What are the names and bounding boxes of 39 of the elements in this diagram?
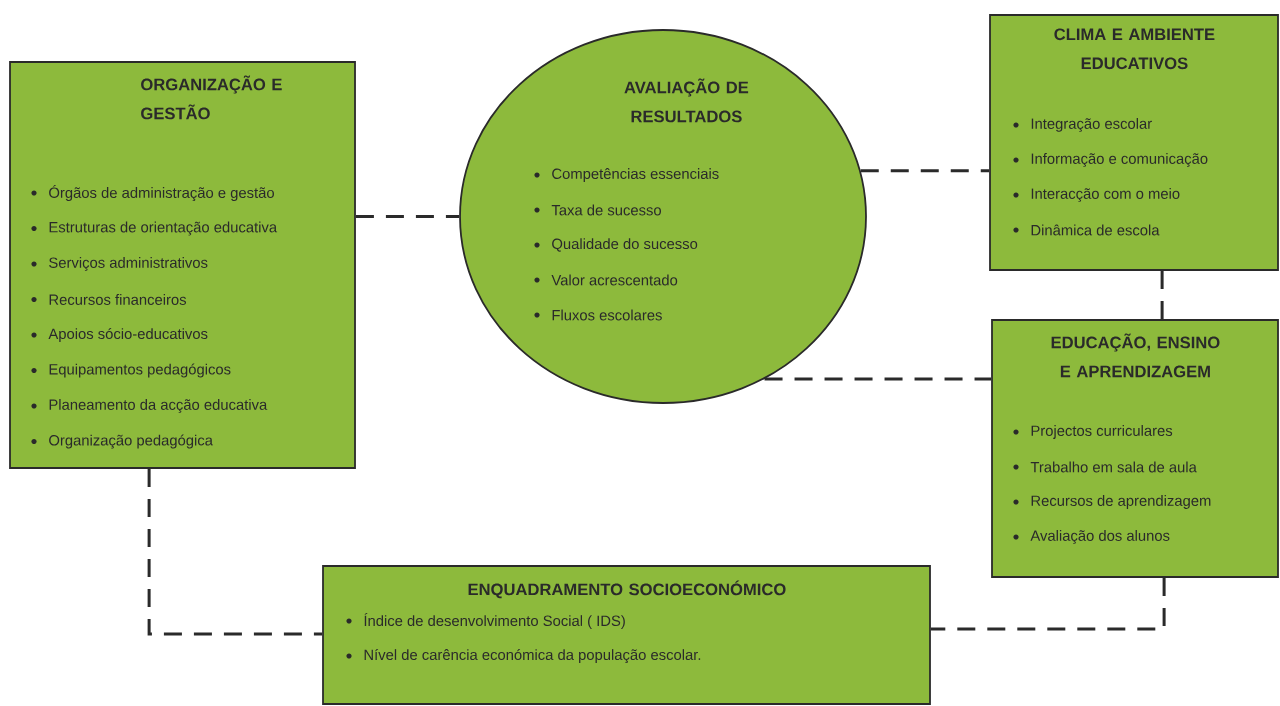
bullet-item: Organização pedagógica <box>31 434 213 449</box>
connector-line <box>147 468 323 636</box>
bullet-item: Estruturas de orientação educativa <box>31 221 278 236</box>
bullet-item: Dinâmica de escola <box>1013 224 1160 236</box>
bullet-item: Integração escolar <box>1013 118 1152 132</box>
topic-box <box>991 319 1279 578</box>
connector-line <box>930 577 1166 631</box>
bullet-item: Interacção com o meio <box>1013 188 1180 202</box>
box-heading: CLIMA E AMBIENTE EDUCATIVOS <box>1054 28 1215 70</box>
box-heading: ENQUADRAMENTO SOCIOECONÓMICO <box>468 580 786 599</box>
connector-line <box>860 169 990 173</box>
bullet-item: Projectos curriculares <box>1013 425 1173 439</box>
topic-circle <box>459 29 867 404</box>
bullet-item: Trabalho em sala de aula <box>1013 461 1197 473</box>
connector-line <box>355 215 460 218</box>
bullet-item: Apoios sócio-educativos <box>31 328 208 342</box>
box-heading: AVALIAÇÃO DE RESULTADOS <box>624 78 749 123</box>
bullet-item: Planeamento da acção educativa <box>31 399 268 413</box>
bullet-item: Informação e comunicação <box>1013 153 1208 167</box>
topic-box <box>989 14 1279 271</box>
bullet-item: Serviços administrativos <box>31 257 208 271</box>
topic-box <box>9 61 356 469</box>
bullet-item: Valor acrescentado <box>534 274 678 286</box>
bullet-item: Avaliação dos alunos <box>1013 530 1170 544</box>
bullet-item: Recursos financeiros <box>31 294 187 305</box>
bullet-item: Competências essenciais <box>534 168 719 182</box>
bullet-item: Fluxos escolares <box>534 309 662 321</box>
topic-box <box>322 565 931 705</box>
box-heading: EDUCAÇÃO, ENSINO E APRENDIZAGEM <box>1051 333 1220 378</box>
connector-line <box>1160 270 1164 320</box>
bullet-item: Equipamentos pedagógicos <box>31 363 231 378</box>
bullet-item: Órgãos de administração e gestão <box>31 185 274 201</box>
bullet-item: Taxa de sucesso <box>534 204 661 216</box>
bullet-item: Qualidade do sucesso <box>534 238 698 252</box>
connector-line <box>764 377 992 381</box>
bullet-item: Índice de desenvolvimento Social ( IDS) <box>346 613 625 629</box>
box-heading: ORGANIZAÇÃO E GESTÃO <box>141 75 282 120</box>
bullet-item: Recursos de aprendizagem <box>1013 495 1211 509</box>
bullet-item: Nível de carência económica da população escolar. <box>346 648 701 663</box>
